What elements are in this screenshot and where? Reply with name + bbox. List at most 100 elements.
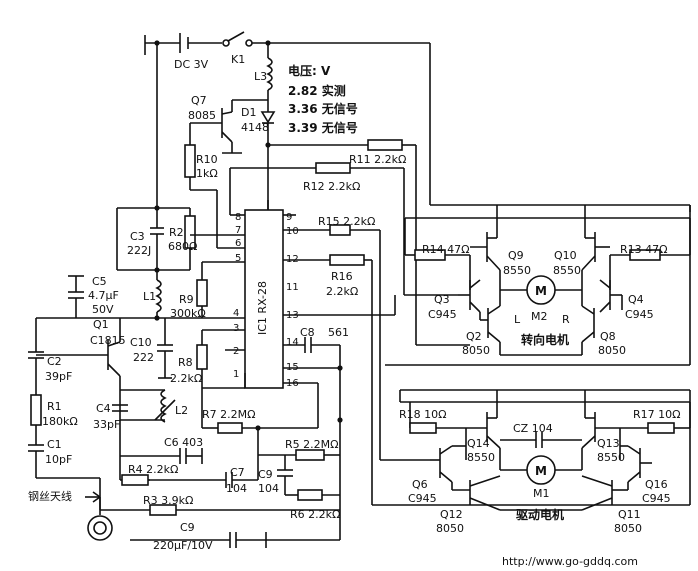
r4-label: R4 2.2kΩ — [128, 463, 178, 476]
d1-diode — [260, 100, 276, 210]
q16-label: Q16 — [645, 478, 668, 491]
q16-value: C945 — [642, 492, 671, 505]
r9-label: R9 — [179, 293, 194, 306]
c3-label: C3 — [130, 230, 145, 243]
switch-label: K1 — [231, 53, 245, 66]
q8-label: Q8 — [600, 330, 616, 343]
steering-dir-left: L — [514, 313, 521, 326]
ic-pin-8: 8 — [235, 212, 241, 223]
r3-label: R3 3.9kΩ — [143, 494, 193, 507]
r13-label: R13 47Ω — [620, 243, 668, 256]
ic-pin-7: 7 — [235, 225, 241, 236]
q11-value: 8050 — [614, 522, 642, 535]
r17-resistor — [647, 422, 675, 434]
ic-pin-5: 5 — [235, 253, 241, 264]
c9b-value: 220μF/10V — [153, 539, 213, 552]
cz-label: CZ 104 — [513, 422, 553, 435]
q2-value: 8050 — [462, 344, 490, 357]
drive-motor-name: M1 — [533, 487, 550, 500]
r6-label: R6 2.2kΩ — [290, 508, 340, 521]
c8-label: C8 — [300, 326, 315, 339]
c5-value-2: 50V — [92, 303, 114, 316]
r15-label: R15 2.2kΩ — [318, 215, 375, 228]
q6-value: C945 — [408, 492, 437, 505]
q7-transistor — [189, 99, 268, 154]
r1-label: R1 — [47, 400, 62, 413]
ic-pin-10: 10 — [286, 226, 299, 237]
q7-value: 8085 — [188, 109, 216, 122]
r16-label: R16 — [331, 270, 353, 283]
c5-value-1: 4.7μF — [88, 289, 119, 302]
c1-label: C1 — [47, 438, 62, 451]
r8-value: 2.2kΩ — [170, 372, 202, 385]
battery-label: DC 3V — [174, 58, 209, 71]
q14-label: Q14 — [467, 437, 490, 450]
r2-value: 680Ω — [168, 240, 197, 253]
r9-resistor — [196, 279, 208, 307]
q10-value: 8550 — [553, 264, 581, 277]
ic-pin-1: 1 — [233, 369, 239, 380]
c10-label: C10 — [130, 336, 152, 349]
steering-motor-symbol: M — [535, 284, 547, 298]
r9-value: 300kΩ — [170, 307, 206, 320]
r6-resistor — [297, 489, 323, 501]
q13-value: 8550 — [597, 451, 625, 464]
q1-value: C1815 — [90, 334, 126, 347]
r10-label: R10 — [196, 153, 218, 166]
c5-label: C5 — [92, 275, 107, 288]
ic-pin-2: 2 — [233, 346, 239, 357]
c7-label: C7 — [230, 466, 245, 479]
q11-label: Q11 — [618, 508, 641, 521]
q1-transistor — [36, 318, 121, 420]
voltage-note-2: 3.36 无信号 — [288, 101, 358, 116]
r7-resistor — [217, 422, 243, 434]
r14-label: R14 47Ω — [422, 243, 470, 256]
ic-pin-3: 3 — [233, 323, 239, 334]
c10-value: 222 — [133, 351, 154, 364]
q3-label: Q3 — [434, 293, 450, 306]
voltage-note-1: 2.82 实测 — [288, 83, 346, 98]
q14-value: 8550 — [467, 451, 495, 464]
ic-pin-4: 4 — [233, 308, 239, 319]
c4-value: 33pF — [93, 418, 120, 431]
r8-label: R8 — [178, 356, 193, 369]
c8-value: 561 — [328, 326, 349, 339]
q12-value: 8050 — [436, 522, 464, 535]
drive-motor — [526, 455, 556, 485]
q8-value: 8050 — [598, 344, 626, 357]
steering-bridge — [404, 205, 691, 356]
q12-label: Q12 — [440, 508, 463, 521]
q4-label: Q4 — [628, 293, 644, 306]
q10-label: Q10 — [554, 249, 577, 262]
source-url: http://www.go-gddq.com — [502, 555, 638, 568]
steering-motor — [526, 275, 556, 305]
c9-label: C9 — [258, 468, 273, 481]
drive-motor-title: 驱动电机 — [516, 507, 564, 522]
ic1-label: IC1 RX-28 — [256, 281, 269, 335]
q4-value: C945 — [625, 308, 654, 321]
c2-value: 39pF — [45, 370, 72, 383]
r17-label: R17 10Ω — [633, 408, 681, 421]
steering-dir-right: R — [562, 313, 570, 326]
q13-label: Q13 — [597, 437, 620, 450]
steering-motor-title: 转向电机 — [521, 332, 569, 347]
ic1-rx28 — [244, 209, 284, 389]
r16-value: 2.2kΩ — [326, 285, 358, 298]
q6-label: Q6 — [412, 478, 428, 491]
ic-pin-14: 14 — [286, 337, 299, 348]
r16-resistor — [329, 254, 365, 266]
q9-label: Q9 — [508, 249, 524, 262]
ic-pin-9: 9 — [286, 212, 292, 223]
q1-label: Q1 — [93, 318, 109, 331]
c7-value: 104 — [226, 482, 247, 495]
r4-resistor — [121, 474, 149, 486]
r18-label: R18 10Ω — [399, 408, 447, 421]
ic-pin-6: 6 — [235, 238, 241, 249]
r2-label: R2 — [169, 226, 184, 239]
r10-value: 1kΩ — [196, 167, 218, 180]
r5-resistor — [295, 449, 325, 461]
c3-value: 222J — [127, 244, 151, 257]
r11-label: R11 2.2kΩ — [349, 153, 406, 166]
q7-label: Q7 — [191, 94, 207, 107]
